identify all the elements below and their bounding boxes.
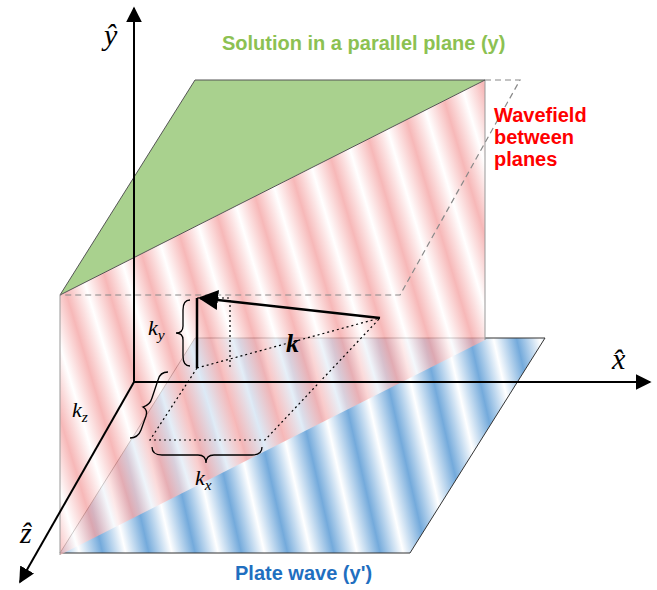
component-label: kz xyxy=(72,398,88,426)
vector-label: k⃗ xyxy=(286,330,319,359)
kx-brace xyxy=(152,447,262,463)
axis-label: ŷ xyxy=(104,18,117,51)
axis-label: x̂ xyxy=(612,342,625,375)
dotted-guide xyxy=(197,298,230,368)
component-label: ky xyxy=(148,316,165,344)
dotted-guide xyxy=(150,318,380,440)
kz-brace xyxy=(130,372,168,438)
plane-title: Plate wave (y') xyxy=(235,562,372,584)
parallel-plane xyxy=(60,80,485,295)
dotted-guide xyxy=(197,318,380,368)
k-vector xyxy=(200,298,380,318)
ky-line xyxy=(196,298,199,368)
plane-title: Solution in a parallel plane (y) xyxy=(222,32,505,54)
plane-outline xyxy=(60,80,520,295)
y-axis xyxy=(133,8,135,382)
plane-title: Wavefield between planes xyxy=(494,104,614,170)
component-label: kx xyxy=(195,466,212,494)
z-axis xyxy=(20,382,134,582)
ky-brace xyxy=(176,300,190,366)
x-axis xyxy=(134,381,650,383)
wavefield-plane xyxy=(60,80,485,555)
axis-label: ẑ xyxy=(20,516,32,549)
